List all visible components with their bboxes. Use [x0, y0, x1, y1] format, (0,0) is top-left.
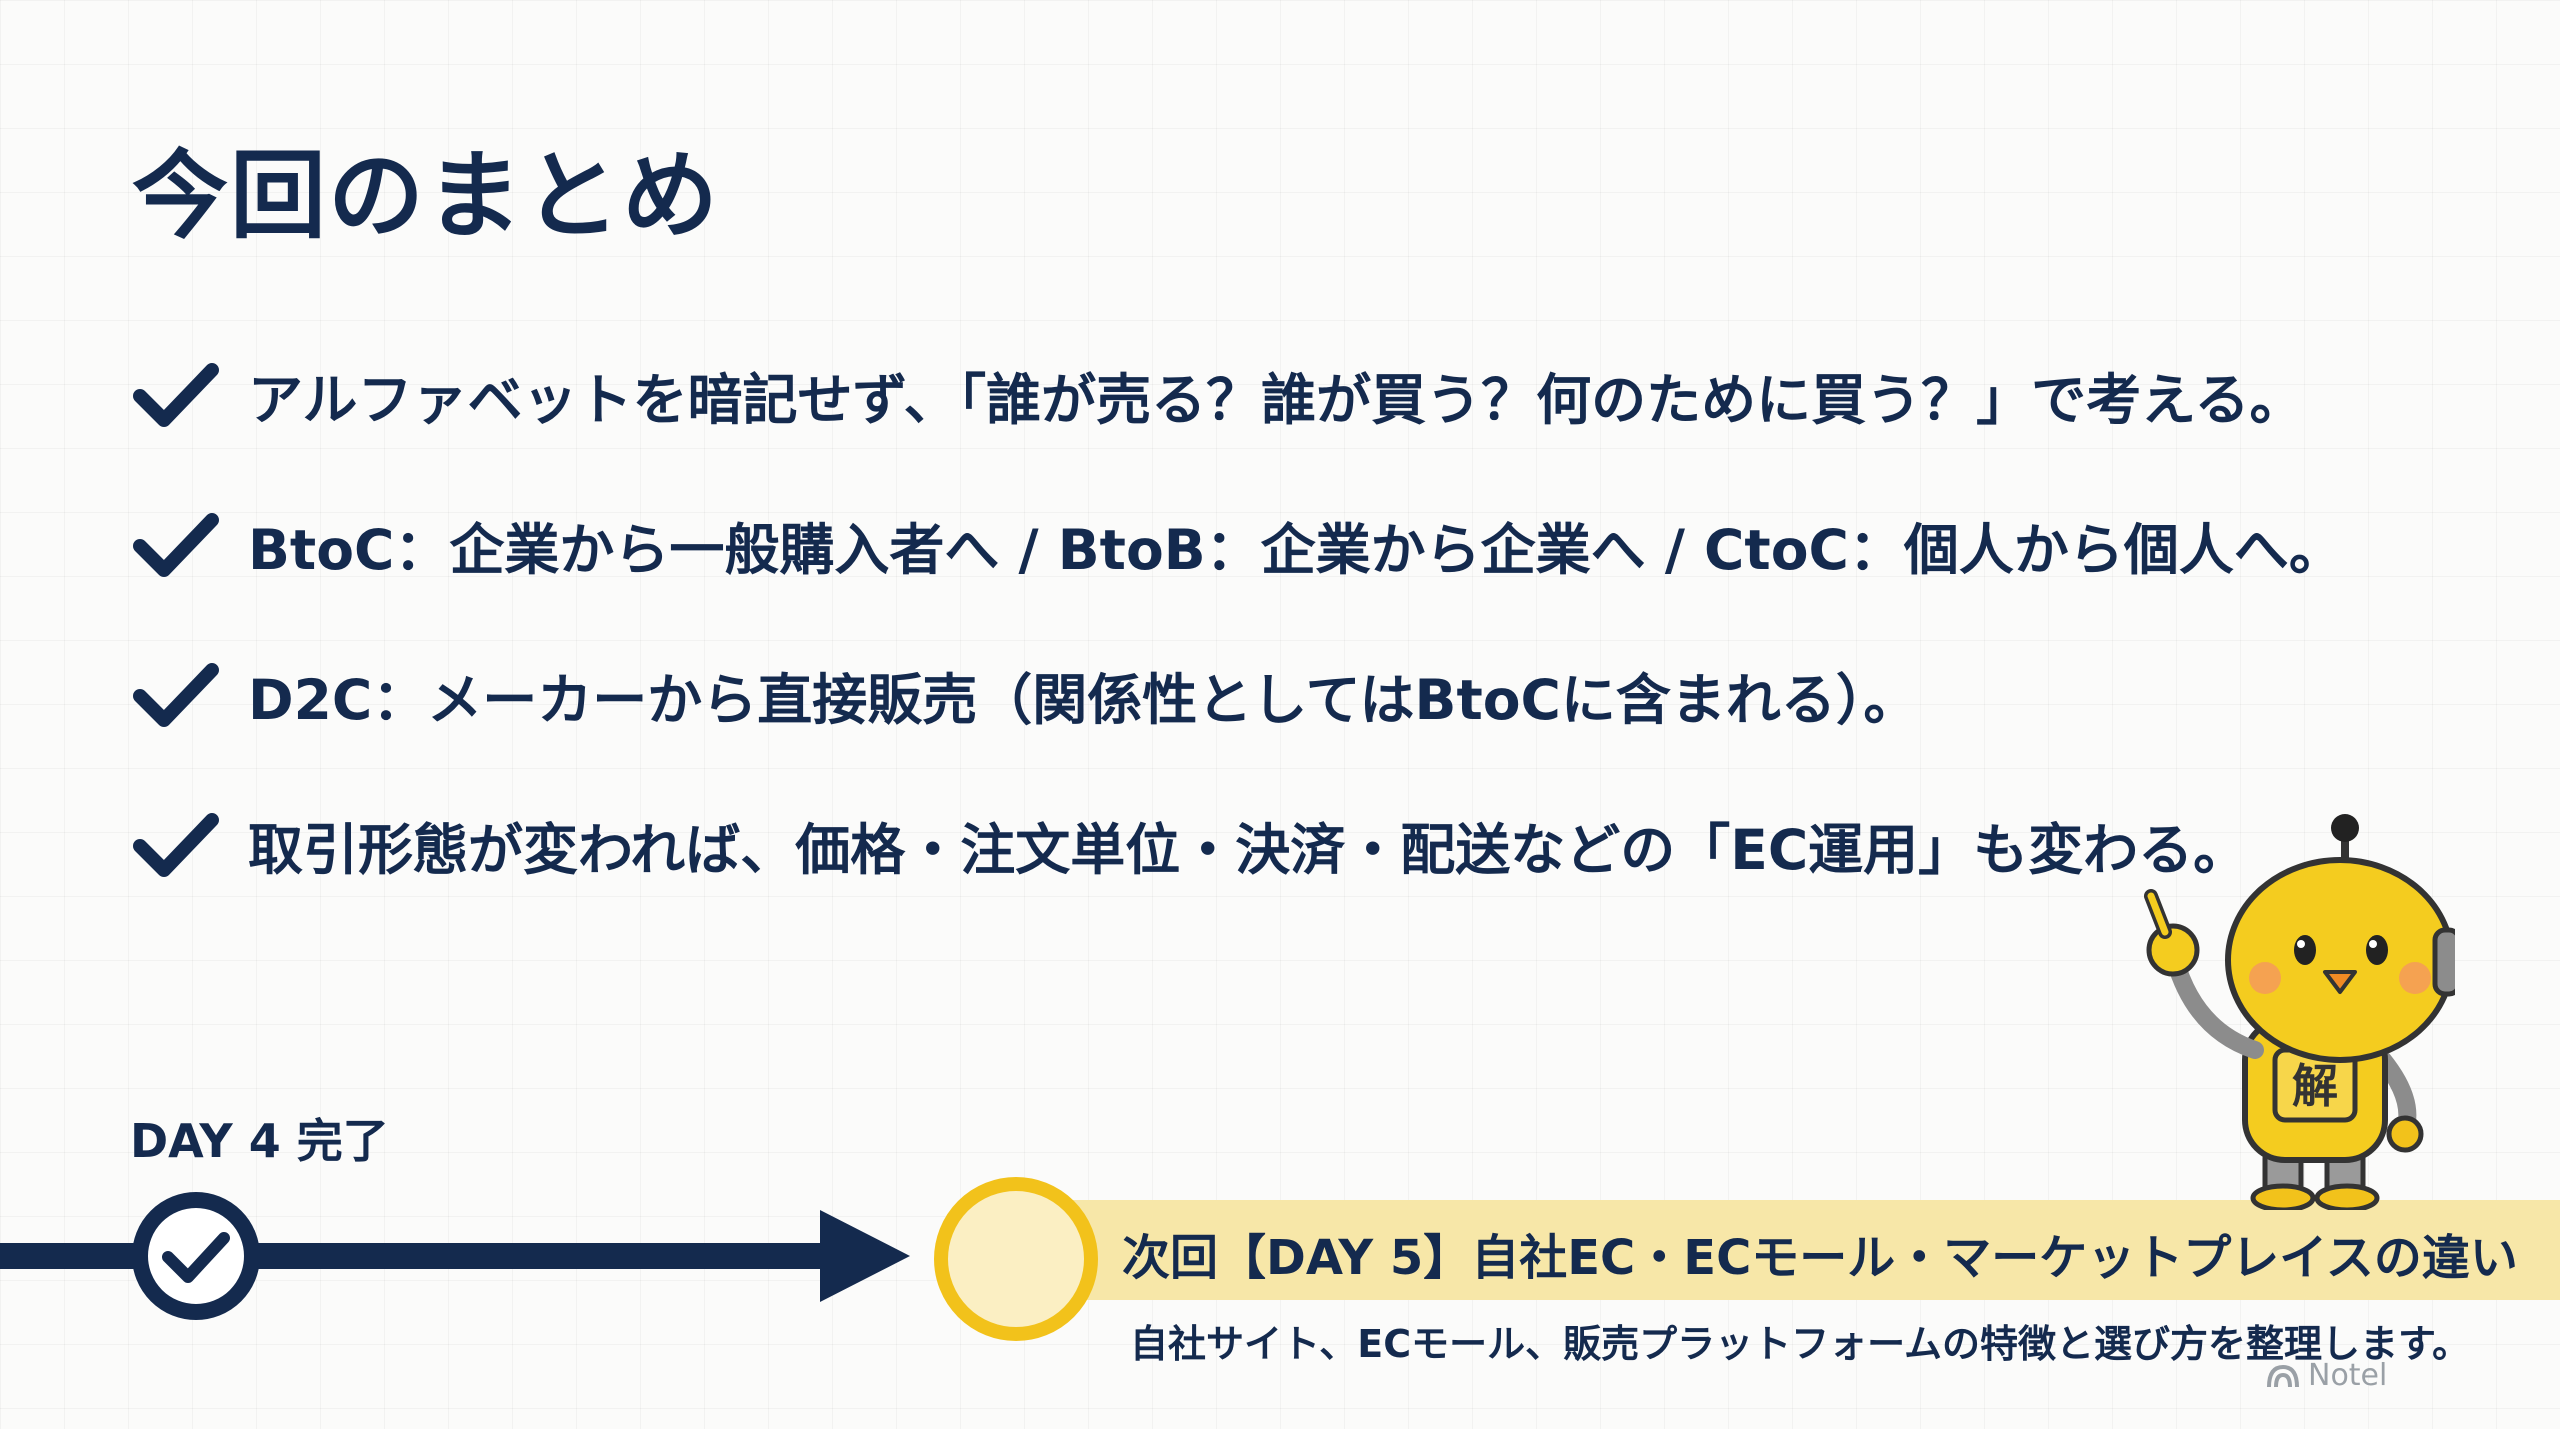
check-icon [133, 663, 219, 727]
list-item: アルファベットを暗記せず、「誰が売る？誰が買う？何のために買う？」で考える。 [132, 320, 2432, 470]
check-icon [162, 1232, 230, 1283]
check-icon [133, 363, 219, 427]
timeline-line [0, 1243, 840, 1269]
page-title: 今回のまとめ [132, 140, 720, 252]
arrow-head-icon [820, 1210, 910, 1302]
next-step-circle [934, 1177, 1098, 1341]
robot-chick-mascot: 解 [2144, 814, 2455, 1210]
day-complete-label: DAY 4 完了 [130, 1114, 389, 1168]
list-item-text: アルファベットを暗記せず、「誰が売る？誰が買う？何のために買う？」で考える。 [248, 368, 2305, 432]
next-lesson-title: 次回【DAY 5】自社EC・ECモール・マーケットプレイスの違い [1122, 1230, 2518, 1286]
list-item: 取引形態が変われば、価格・注文単位・決済・配送などの「EC運用」も変わる。 [132, 770, 2432, 920]
next-lesson-banner [1030, 1200, 2560, 1300]
list-item: D2C：メーカーから直接販売（関係性としてはBtoCに含まれる）。 [132, 620, 2432, 770]
check-icon [133, 813, 219, 877]
list-item-text: 取引形態が変われば、価格・注文単位・決済・配送などの「EC運用」も変わる。 [248, 818, 2249, 882]
list-item: BtoC：企業から一般購入者へ / BtoB：企業から企業へ / CtoC：個人… [132, 470, 2432, 620]
list-item-text: BtoC：企業から一般購入者へ / BtoB：企業から企業へ / CtoC：個人… [248, 518, 2344, 582]
watermark-text: Notel [2308, 1358, 2388, 1393]
progress-timeline [0, 1192, 910, 1320]
summary-list: アルファベットを暗記せず、「誰が売る？誰が買う？何のために買う？」で考える。 B… [132, 320, 2432, 920]
check-icon [133, 513, 219, 577]
mascot-badge: 解 [2292, 1059, 2338, 1113]
notel-watermark: Notel [2266, 1358, 2387, 1393]
completed-step-circle [132, 1192, 260, 1320]
notel-logo-icon [2267, 1364, 2299, 1387]
list-item-text: D2C：メーカーから直接販売（関係性としてはBtoCに含まれる）。 [248, 668, 1919, 732]
next-lesson-subtitle: 自社サイト、ECモール、販売プラットフォームの特徴と選び方を整理します。 [1130, 1322, 2471, 1366]
